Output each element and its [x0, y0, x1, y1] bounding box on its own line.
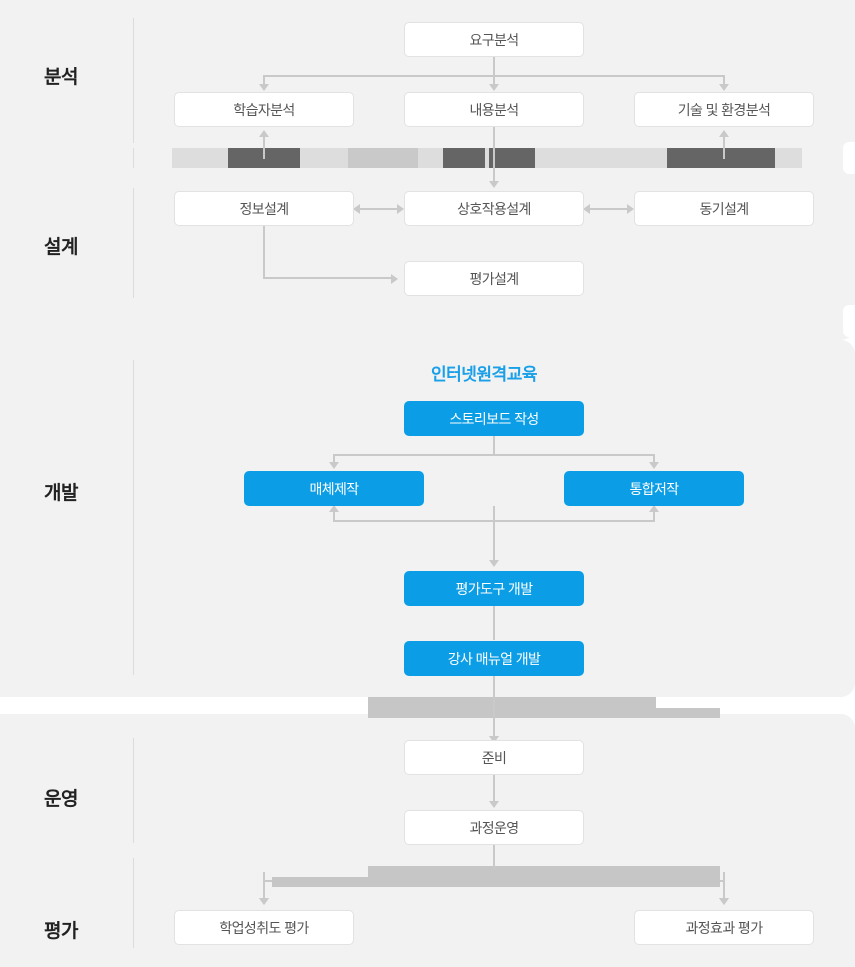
phase-divider-development [133, 360, 134, 675]
connector-manual-overlay [493, 676, 495, 738]
node-course-operation[interactable]: 과정운영 [404, 810, 584, 845]
node-assessment-tool-dev[interactable]: 평가도구 개발 [404, 571, 584, 606]
node-tech-env-analysis[interactable]: 기술 및 환경분석 [634, 92, 814, 127]
arrow-merge-to-authoring [649, 505, 659, 512]
arrow-to-course-effect-overlay [719, 898, 729, 905]
image-placeholder-analysis-seg-7 [667, 148, 715, 168]
panel-development [0, 340, 855, 697]
node-preparation[interactable]: 준비 [404, 740, 584, 775]
node-achievement-evaluation[interactable]: 학업성취도 평가 [174, 910, 354, 945]
node-learner-analysis[interactable]: 학습자분석 [174, 92, 354, 127]
image-placeholder-dev-op-seg-2 [368, 708, 720, 718]
arrow-preparation-to-operation [489, 801, 499, 808]
arrow-manual-to-preparation-overlay [489, 736, 499, 743]
arrow-to-tech [719, 84, 729, 91]
phase-label-development: 개발 [44, 483, 78, 504]
image-placeholder-analysis-seg-6 [489, 148, 535, 168]
image-placeholder-eval-seg-2 [272, 877, 720, 887]
connector-interaction-motivation [590, 208, 628, 210]
arrow-to-authoring [649, 462, 659, 469]
phase-label-design: 설계 [44, 237, 78, 258]
connector-requirement-stem [493, 57, 495, 76]
node-info-design[interactable]: 정보설계 [174, 191, 354, 226]
connector-merge-authoring [653, 512, 655, 522]
image-placeholder-analysis-seg-3 [256, 158, 300, 168]
node-instructor-manual-dev[interactable]: 강사 매뉴얼 개발 [404, 641, 584, 676]
connector-to-content [493, 75, 495, 84]
connector-bar-overlay-content [493, 137, 495, 181]
node-evaluation-design[interactable]: 평가설계 [404, 261, 584, 296]
connector-to-learner [263, 75, 265, 84]
image-placeholder-analysis-seg-5 [443, 148, 485, 168]
connector-info-to-evaldesign [263, 277, 391, 279]
arrow-merge-to-media [329, 505, 339, 512]
phase-label-evaluation: 평가 [44, 921, 78, 942]
arrow-to-media [329, 462, 339, 469]
image-placeholder-analysis-seg-8 [713, 148, 775, 168]
node-integrated-authoring[interactable]: 통합저작 [564, 471, 744, 506]
image-placeholder-analysis-seg-4 [348, 148, 418, 168]
arrow-bar-to-tech [719, 130, 729, 137]
node-storyboard-writing[interactable]: 스토리보드 작성 [404, 401, 584, 436]
connector-merge-down [493, 506, 495, 560]
arrow-to-content [489, 84, 499, 91]
phase-label-operation: 운영 [44, 789, 78, 810]
connector-storyboard-stem [493, 436, 495, 456]
node-media-production[interactable]: 매체제작 [244, 471, 424, 506]
arrow-interaction-to-info [353, 204, 360, 214]
arrow-info-to-interaction [397, 204, 404, 214]
arrow-interaction-to-motivation [627, 204, 634, 214]
section-heading-internet-distance-education: 인터넷원격교육 [431, 365, 537, 384]
panel-right-notch-analysis [843, 142, 855, 174]
phase-divider-analysis [133, 18, 134, 143]
phase-label-analysis: 분석 [44, 67, 78, 88]
connector-to-authoring [653, 454, 655, 462]
phase-divider-operation [133, 738, 134, 843]
connector-bar-overlay-tech [723, 137, 725, 159]
connector-merge-media [333, 512, 335, 522]
arrow-motivation-to-interaction [583, 204, 590, 214]
connector-preparation-to-operation [493, 775, 495, 801]
node-course-effect-evaluation[interactable]: 과정효과 평가 [634, 910, 814, 945]
connector-assessment-to-manual [493, 606, 495, 640]
node-requirement-analysis[interactable]: 요구분석 [404, 22, 584, 57]
connector-info-down [263, 226, 265, 278]
arrow-bar-to-learner [259, 130, 269, 137]
node-motivation-design[interactable]: 동기설계 [634, 191, 814, 226]
image-placeholder-analysis-band [172, 148, 802, 168]
connector-bar-overlay-learner [263, 137, 265, 159]
arrow-to-achievement-overlay [259, 898, 269, 905]
connector-info-interaction [360, 208, 398, 210]
panel-right-notch-design [843, 305, 855, 337]
connector-course-effect-overlay [723, 872, 725, 898]
phase-divider-evaluation [133, 858, 134, 948]
phase-divider-analysis-2 [133, 148, 134, 168]
connector-to-media [333, 454, 335, 462]
connector-dev-spreader [333, 454, 655, 456]
arrow-merge-to-assessment [489, 560, 499, 567]
connector-operation-down-overlay [493, 845, 495, 869]
arrow-info-to-evaldesign [391, 274, 398, 284]
phase-divider-design [133, 188, 134, 298]
arrow-content-to-interaction [489, 181, 499, 188]
image-placeholder-analysis-seg-2 [256, 148, 300, 158]
node-interaction-design[interactable]: 상호작용설계 [404, 191, 584, 226]
node-content-analysis[interactable]: 내용분석 [404, 92, 584, 127]
arrow-to-learner [259, 84, 269, 91]
connector-to-tech [723, 75, 725, 84]
connector-achievement-overlay [263, 872, 265, 898]
